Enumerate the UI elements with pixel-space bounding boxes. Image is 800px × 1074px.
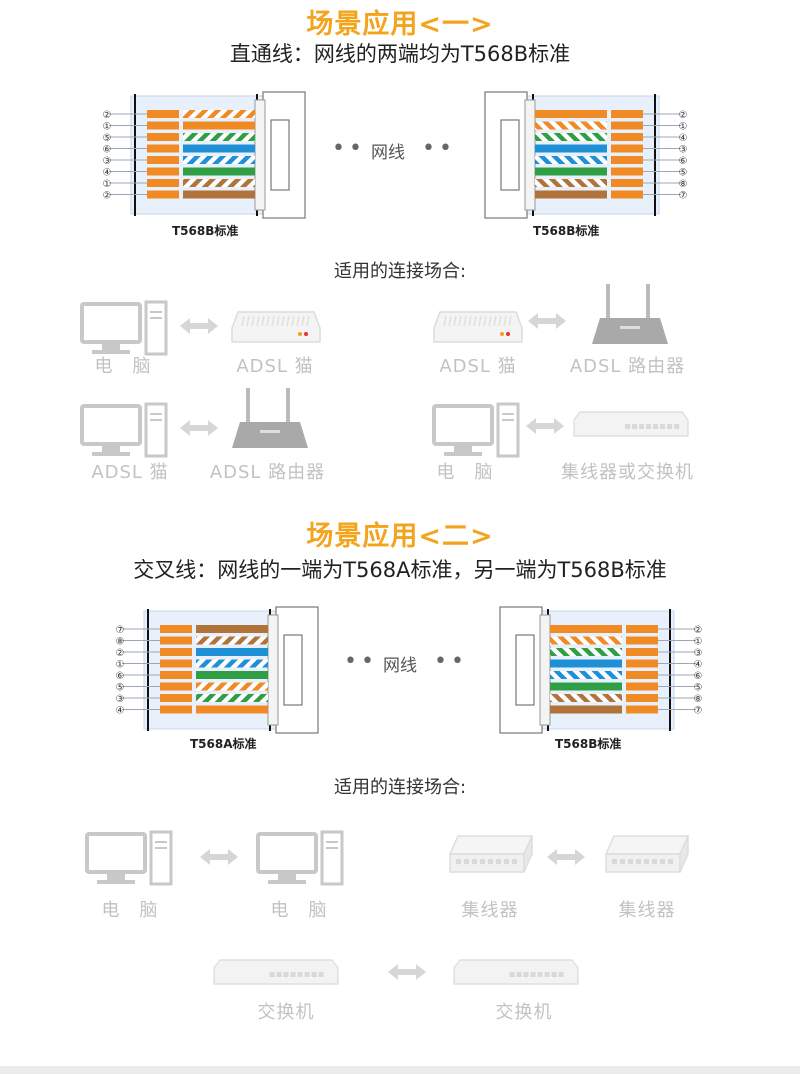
svg-text:③: ③	[116, 694, 125, 705]
switch-icon	[213, 959, 339, 985]
section2-title: 场景应用<二>	[306, 521, 494, 552]
double-arrow-icon	[547, 849, 585, 865]
svg-text:④: ④	[679, 133, 688, 144]
svg-text:②: ②	[116, 648, 125, 659]
svg-text:①: ①	[694, 637, 703, 648]
svg-text:⑤: ⑤	[694, 683, 703, 694]
svg-text:⑥: ⑥	[116, 671, 125, 682]
pair5-a-label: 电 脑	[101, 900, 159, 921]
svg-text:⑧: ⑧	[694, 694, 703, 705]
switch-icon	[453, 959, 579, 985]
svg-text:⑦: ⑦	[679, 191, 688, 202]
svg-text:④: ④	[103, 168, 112, 179]
computer-icon	[432, 402, 520, 458]
svg-text:③: ③	[694, 648, 703, 659]
cable-dots-right-1: ••	[422, 136, 456, 161]
left-connector-label-2: T568A标准	[190, 737, 257, 751]
pair2-a-label: ADSL 猫	[439, 356, 517, 377]
pair1-a-label: 电 脑	[94, 356, 152, 377]
cable-dots-right-2: ••	[434, 649, 468, 674]
router-icon	[592, 284, 668, 344]
double-arrow-icon	[528, 313, 566, 329]
switch-icon	[573, 411, 689, 437]
svg-text:⑥: ⑥	[103, 145, 112, 156]
double-arrow-icon	[180, 318, 218, 334]
section2-description: 交叉线：网线的一端为T568A标准，另一端为T568B标准	[133, 558, 667, 582]
svg-text:⑦: ⑦	[694, 706, 703, 717]
cable-dots-left-2: ••	[344, 649, 378, 674]
modem-icon	[433, 311, 523, 343]
computer-icon	[256, 830, 344, 886]
svg-text:⑤: ⑤	[679, 168, 688, 179]
pair3-b-label: ADSL 路由器	[209, 462, 326, 483]
svg-text:⑦: ⑦	[116, 625, 125, 636]
svg-text:②: ②	[679, 110, 688, 121]
svg-text:③: ③	[103, 156, 112, 167]
pair7-a-label: 交换机	[257, 1002, 315, 1023]
section1-title: 场景应用<一>	[306, 9, 494, 40]
right-connector-label-1: T568B标准	[533, 224, 600, 238]
svg-text:⑤: ⑤	[103, 133, 112, 144]
pair2-b-label: ADSL 路由器	[569, 356, 686, 377]
svg-text:⑧: ⑧	[116, 637, 125, 648]
pair6-b-label: 集线器	[618, 900, 676, 921]
svg-text:⑤: ⑤	[116, 683, 125, 694]
section1-scenarios-title: 适用的连接场合:	[333, 261, 467, 282]
svg-text:①: ①	[103, 122, 112, 133]
left-connector-label-1: T568B标准	[172, 224, 239, 238]
pair4-b-label: 集线器或交换机	[561, 462, 694, 483]
switch-icon	[604, 835, 690, 873]
double-arrow-icon	[200, 849, 238, 865]
svg-text:⑥: ⑥	[694, 671, 703, 682]
svg-text:②: ②	[103, 110, 112, 121]
router-icon	[232, 388, 308, 448]
bottom-divider	[0, 1066, 800, 1074]
svg-text:②: ②	[103, 191, 112, 202]
svg-text:④: ④	[116, 706, 125, 717]
computer-icon	[85, 830, 173, 886]
modem-icon	[231, 311, 321, 343]
pair7-b-label: 交换机	[495, 1002, 553, 1023]
section2-scenarios-title: 适用的连接场合:	[333, 777, 467, 798]
cable-label-2: 网线	[383, 656, 417, 676]
pair6-a-label: 集线器	[461, 900, 519, 921]
svg-text:①: ①	[679, 122, 688, 133]
svg-text:⑧: ⑧	[679, 179, 688, 190]
svg-text:①: ①	[103, 179, 112, 190]
pair5-b-label: 电 脑	[270, 900, 328, 921]
svg-text:①: ①	[116, 660, 125, 671]
svg-text:④: ④	[694, 660, 703, 671]
pair1-b-label: ADSL 猫	[236, 356, 314, 377]
cable-dots-left-1: ••	[332, 136, 366, 161]
computer-icon	[80, 300, 168, 356]
pair4-a-label: 电 脑	[436, 462, 494, 483]
double-arrow-icon	[388, 964, 426, 980]
cable-label-1: 网线	[371, 143, 405, 163]
computer-icon	[80, 402, 168, 458]
double-arrow-icon	[526, 418, 564, 434]
right-connector-label-2: T568B标准	[555, 737, 622, 751]
svg-text:②: ②	[694, 625, 703, 636]
switch-icon	[448, 835, 534, 873]
section1-description: 直通线：网线的两端均为T568B标准	[229, 42, 571, 66]
pair3-a-label: ADSL 猫	[91, 462, 169, 483]
svg-text:③: ③	[679, 145, 688, 156]
double-arrow-icon	[180, 420, 218, 436]
svg-text:⑥: ⑥	[679, 156, 688, 167]
